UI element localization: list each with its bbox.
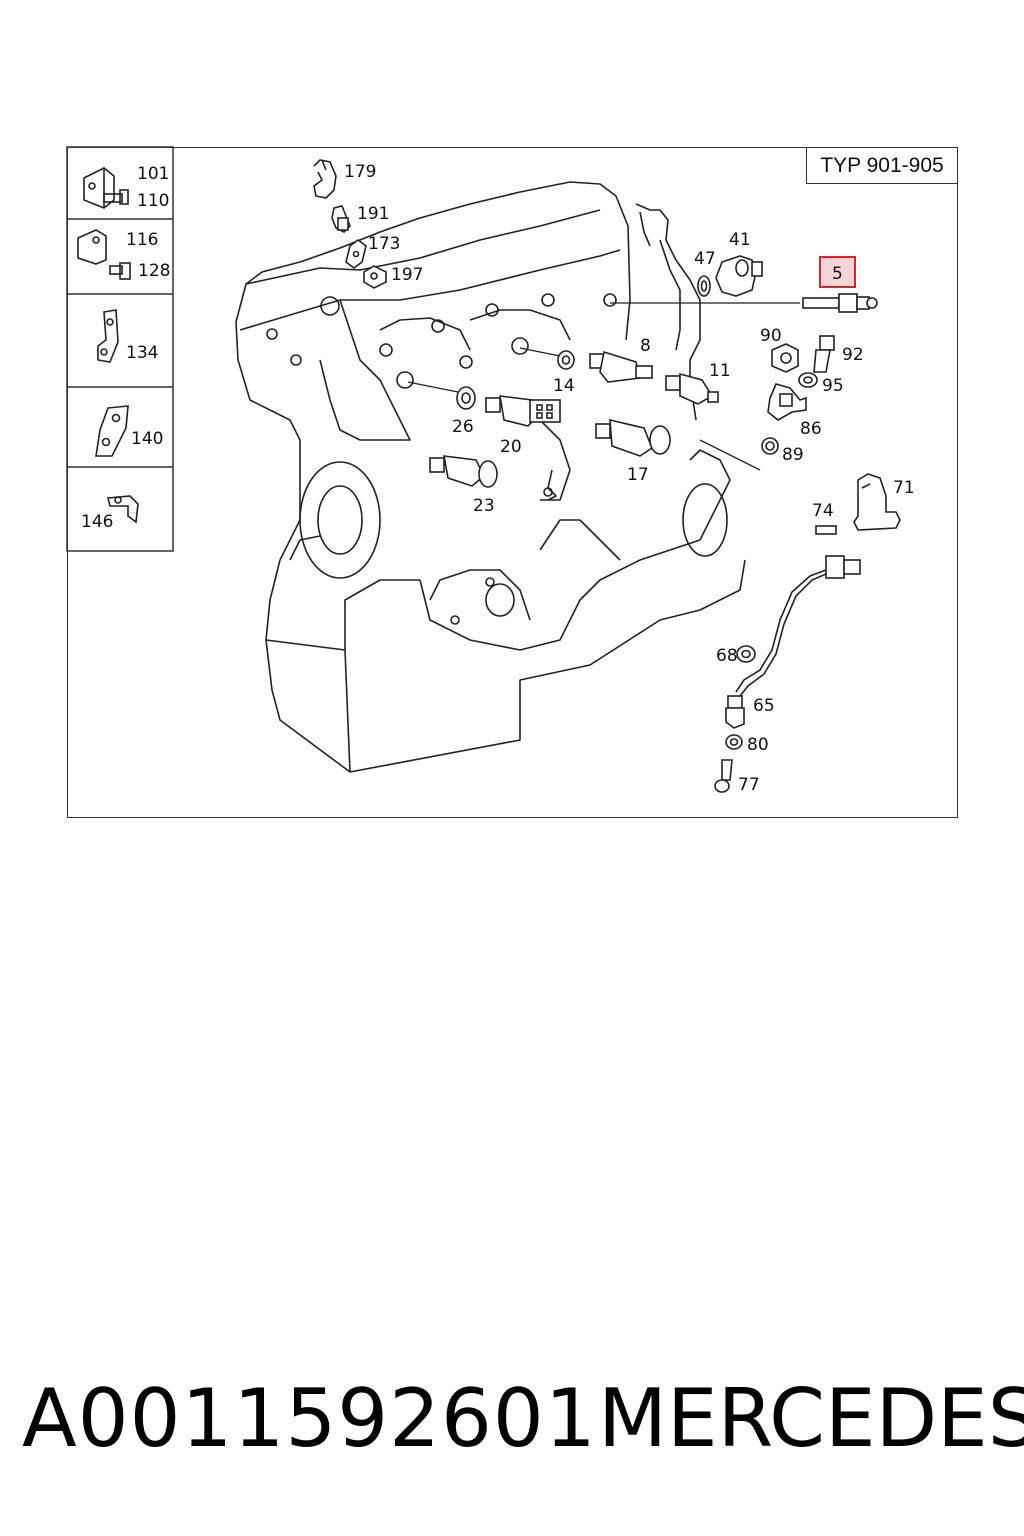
sensor-191 [331, 205, 351, 233]
seal-ring-26 [456, 386, 476, 410]
side-label: 134 [126, 343, 158, 363]
callout-label: 41 [729, 230, 751, 250]
hanger-bracket-179 [313, 159, 337, 199]
bolt-92 [813, 335, 835, 373]
brand-name: MERCEDES [598, 1372, 1024, 1465]
callout-label: 173 [368, 234, 400, 254]
sensor-41 [715, 255, 763, 297]
parts-diagram [67, 147, 958, 818]
seal-ring-47 [697, 275, 711, 297]
callout-label: 191 [357, 204, 389, 224]
callout-label: 179 [344, 162, 376, 182]
side-label: 140 [131, 429, 163, 449]
callout-label: 71 [893, 478, 915, 498]
sensor-8 [589, 350, 653, 383]
engine-block [235, 181, 746, 773]
sensor-5 [802, 293, 878, 313]
callout-label: 90 [760, 326, 782, 346]
side-label: 116 [126, 230, 158, 250]
sensor-17 [595, 418, 671, 457]
strap-bracket-icon [97, 309, 119, 363]
callout-label: 26 [452, 417, 474, 437]
part-number: A0011592601 [22, 1372, 597, 1465]
callout-label: 47 [694, 249, 716, 269]
seal-ring-14 [557, 350, 575, 370]
callout-label: 8 [640, 336, 651, 356]
seal-ring-68 [736, 645, 756, 663]
side-panel-labels: 101 110 116 128 134 140 146 [81, 164, 170, 532]
holder-71 [853, 473, 901, 531]
callout-label: 77 [738, 775, 760, 795]
bracket-icon [83, 167, 129, 209]
callout-label: 92 [842, 345, 864, 365]
type-label: TYP 901-905 [806, 147, 958, 184]
bolt-77 [714, 759, 733, 793]
side-label: 146 [81, 512, 113, 532]
side-label: 110 [137, 191, 169, 211]
sensor-23 [429, 455, 498, 488]
plate-bracket-icon [95, 405, 129, 457]
callout-label: 89 [782, 445, 804, 465]
pin-74 [815, 525, 837, 535]
clip-173 [345, 239, 367, 269]
callout-label: 20 [500, 437, 522, 457]
fitting-90 [771, 343, 799, 373]
highlight-box [819, 256, 856, 288]
knock-sensor-cable-65 [725, 555, 861, 729]
callout-label: 74 [812, 501, 834, 521]
sensor-86 [767, 383, 807, 421]
side-panel-frame [66, 146, 174, 552]
footer: A0011592601 MERCEDES [0, 1372, 1024, 1472]
callout-label: 80 [747, 735, 769, 755]
nut-197 [363, 265, 387, 289]
angle-bracket-icon [106, 495, 139, 524]
washer-95 [798, 372, 818, 388]
clip-icon [77, 229, 131, 280]
seal-ring-89 [761, 437, 779, 455]
side-label: 101 [137, 164, 169, 184]
side-label: 128 [138, 261, 170, 281]
leader-lines [407, 302, 800, 471]
callout-label: 65 [753, 696, 775, 716]
callout-label: 197 [391, 265, 423, 285]
callout-label: 23 [473, 496, 495, 516]
callout-label: 5 [832, 264, 843, 284]
callout-label: 68 [716, 646, 738, 666]
callout-label: 11 [709, 361, 731, 381]
callout-label: 17 [627, 465, 649, 485]
callout-label: 95 [822, 376, 844, 396]
callout-label: 14 [553, 376, 575, 396]
callout-label: 86 [800, 419, 822, 439]
callouts: 179 191 173 197 41 47 5 8 90 92 95 11 14… [344, 162, 915, 795]
spacer-80 [725, 734, 743, 750]
sensor-11 [665, 372, 719, 405]
sensor-20 [485, 395, 561, 427]
